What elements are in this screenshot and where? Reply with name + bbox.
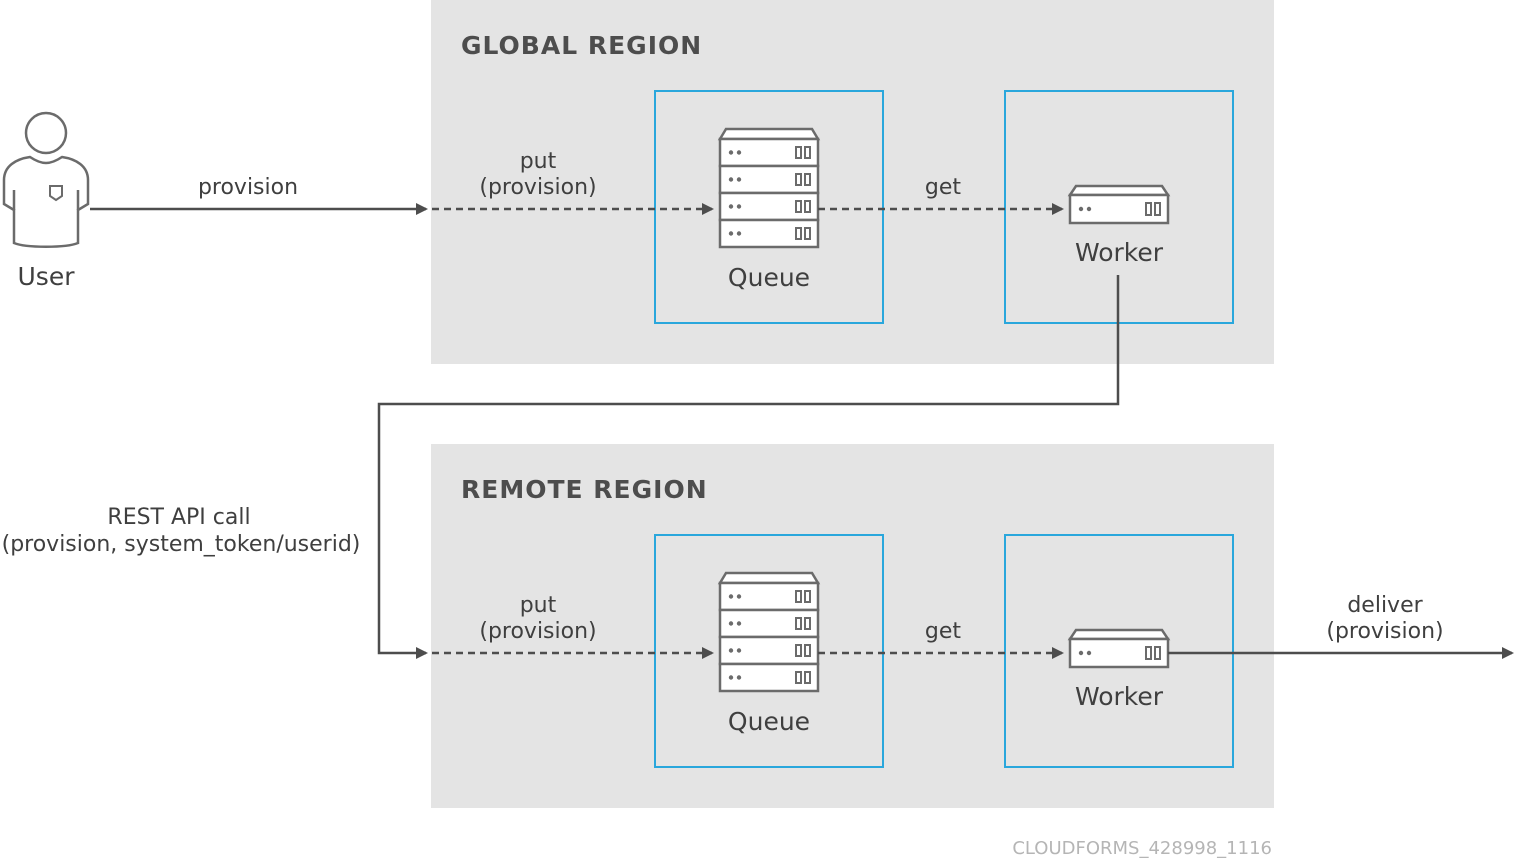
global-queue-box xyxy=(654,90,884,324)
global-put-label-2: (provision) xyxy=(479,175,596,200)
remote-queue-label: Queue xyxy=(728,707,810,736)
deliver-label-2: (provision) xyxy=(1326,619,1443,644)
deliver-label-1: deliver xyxy=(1347,593,1423,618)
remote-put-label-2: (provision) xyxy=(479,619,596,644)
global-worker-icon xyxy=(1068,184,1170,225)
global-region-title: GLOBAL REGION xyxy=(461,31,702,60)
global-queue-icon xyxy=(718,127,820,249)
remote-put-label-1: put xyxy=(520,593,557,618)
user-provision-label: provision xyxy=(198,175,298,200)
remote-region-title: REMOTE REGION xyxy=(461,475,708,504)
rest-api-label-1: REST API call xyxy=(107,505,250,530)
rest-api-label-2: (provision, system_token/userid) xyxy=(2,532,361,557)
remote-queue-icon xyxy=(718,571,820,693)
remote-worker-label: Worker xyxy=(1075,682,1164,711)
remote-worker-box xyxy=(1004,534,1234,768)
rest-api-call-arrow xyxy=(377,275,1120,659)
remote-worker-icon xyxy=(1068,628,1170,669)
global-get-label: get xyxy=(925,175,962,200)
remote-get-label: get xyxy=(925,619,962,644)
global-region xyxy=(431,0,1274,364)
global-put-label-1: put xyxy=(520,149,557,174)
remote-region xyxy=(431,444,1274,808)
remote-queue-box xyxy=(654,534,884,768)
user-icon xyxy=(2,111,90,248)
global-worker-label: Worker xyxy=(1075,238,1164,267)
user-label: User xyxy=(18,262,76,291)
global-queue-label: Queue xyxy=(728,263,810,292)
figure-id: CLOUDFORMS_428998_1116 xyxy=(1012,838,1272,859)
